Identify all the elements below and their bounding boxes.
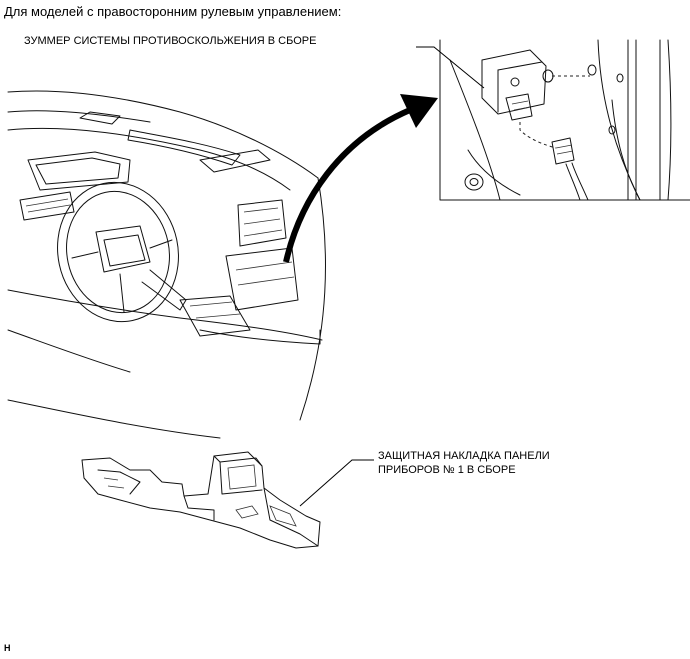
buzzer-label: ЗУММЕР СИСТЕМЫ ПРОТИВОСКОЛЬЖЕНИЯ В СБОРЕ <box>24 35 317 47</box>
page-caption: Для моделей с правосторонним рулевым упр… <box>4 4 342 19</box>
dashboard-illustration <box>7 90 326 439</box>
figure-code: H <box>4 643 11 653</box>
instrument-cover-illustration <box>81 451 321 549</box>
instrument-cover-label-line2: ПРИБОРОВ № 1 В СБОРЕ <box>378 463 516 476</box>
buzzer-leader-line <box>416 46 485 89</box>
instrument-cover-label: ЗАЩИТНАЯ НАКЛАДКА ПАНЕЛИ ПРИБОРОВ № 1 В … <box>378 450 550 478</box>
buzzer-detail-illustration <box>439 39 690 201</box>
direction-arrow <box>283 94 438 263</box>
cover-leader-line <box>299 459 374 507</box>
instrument-cover-label-line1: ЗАЩИТНАЯ НАКЛАДКА ПАНЕЛИ <box>378 450 550 462</box>
